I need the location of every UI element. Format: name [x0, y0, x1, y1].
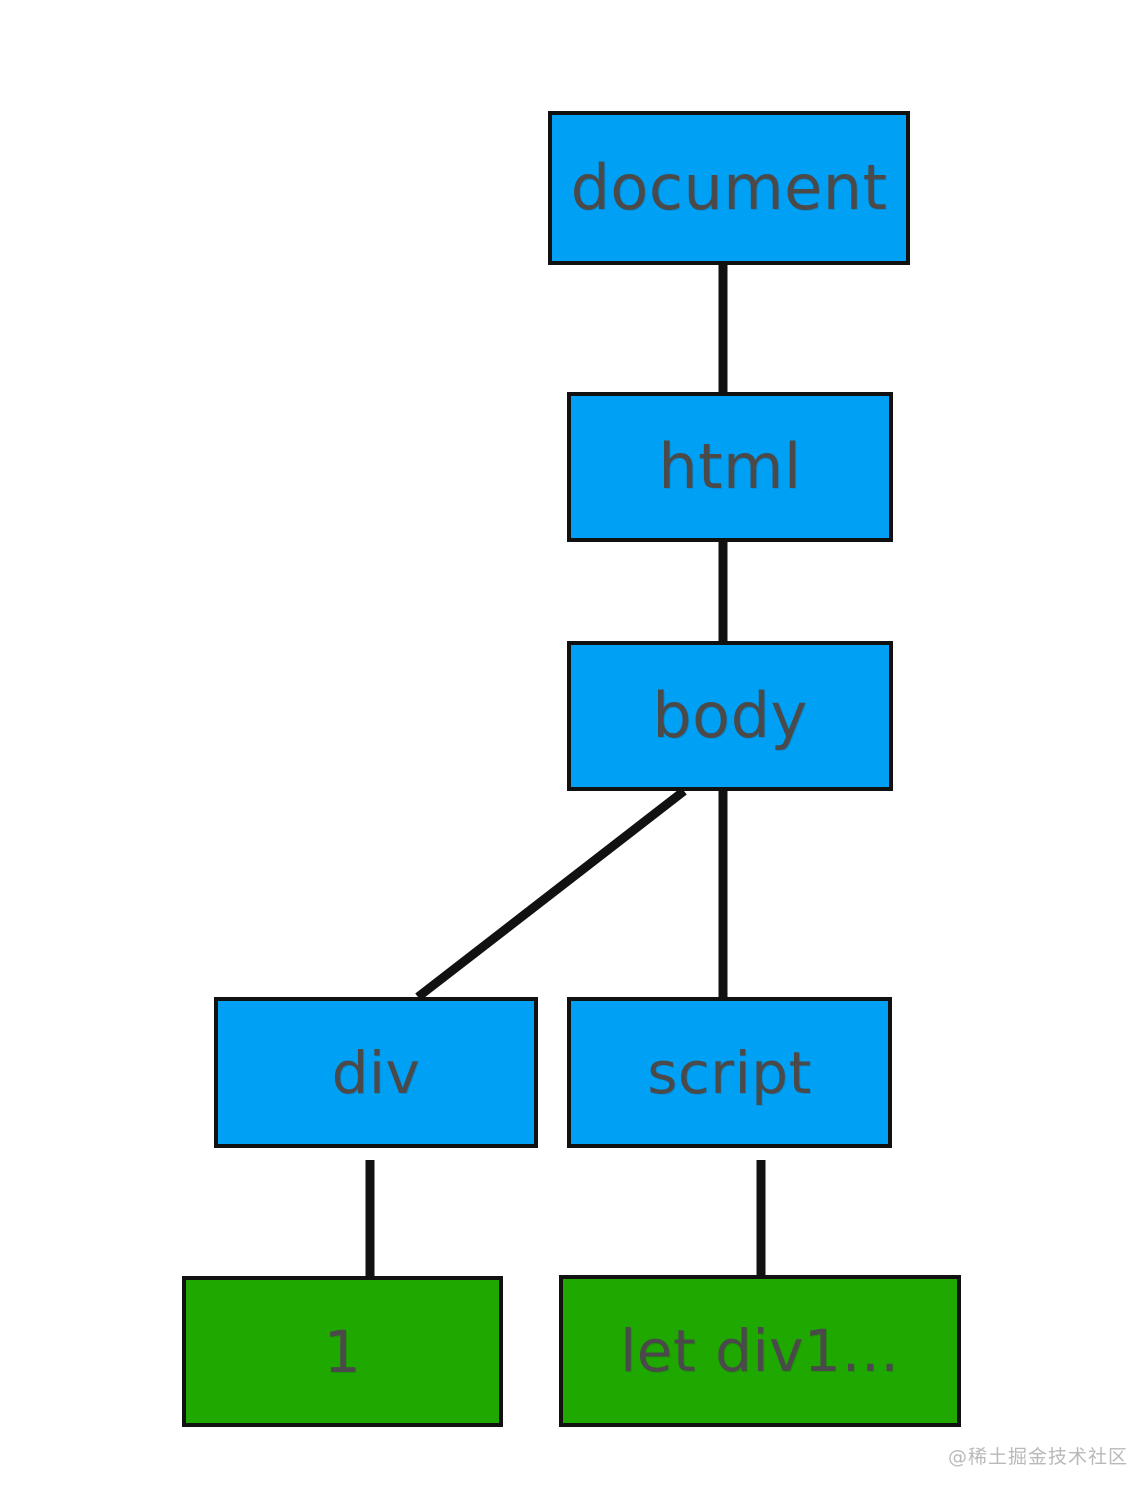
node-body-label: body [652, 679, 808, 752]
node-text-let-div1-label: let div1… [620, 1317, 900, 1385]
node-document-label: document [570, 151, 888, 224]
node-html-label: html [658, 430, 802, 503]
node-document[interactable]: document [548, 111, 910, 265]
node-text-1-label: 1 [323, 1317, 362, 1386]
node-div[interactable]: div [214, 997, 538, 1148]
node-text-1[interactable]: 1 [182, 1276, 503, 1427]
node-script[interactable]: script [567, 997, 892, 1148]
node-body[interactable]: body [567, 641, 893, 791]
watermark: @稀土掘金技术社区 [947, 1446, 1128, 1468]
node-text-let-div1[interactable]: let div1… [559, 1275, 961, 1427]
node-div-label: div [331, 1038, 421, 1107]
edge-body-div [415, 787, 687, 1001]
node-script-label: script [647, 1038, 812, 1107]
node-html[interactable]: html [567, 392, 893, 542]
